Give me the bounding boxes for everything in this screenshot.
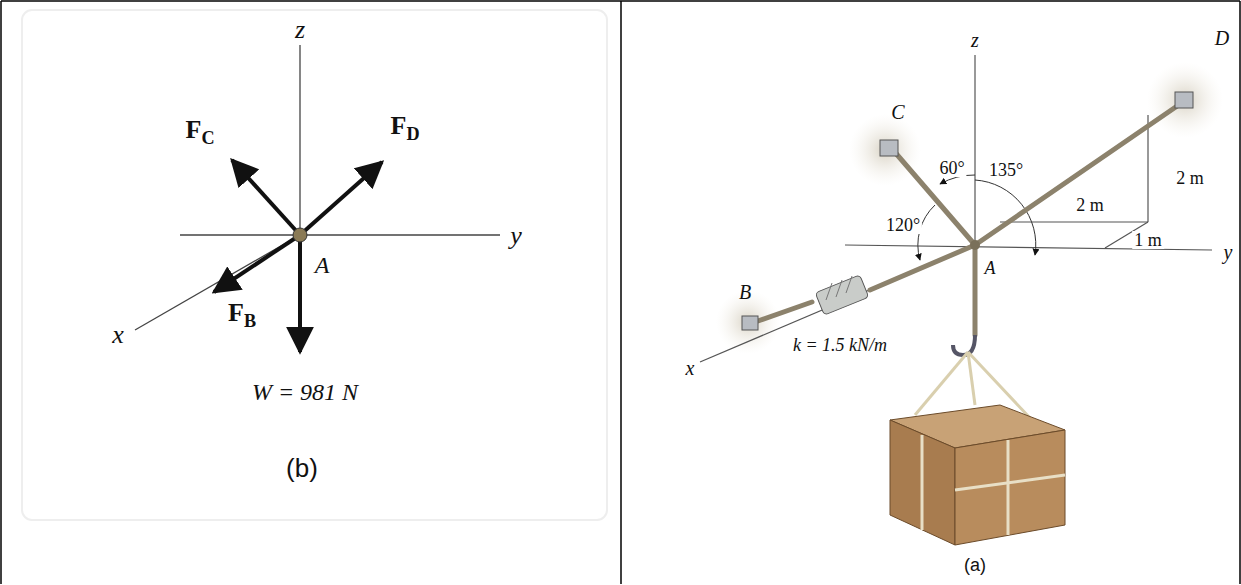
spring-label: k = 1.5 kN/m [791,336,889,354]
axis-label: z [971,30,979,50]
weight-label: W = 981 N [252,380,358,404]
point-label: D [1215,28,1229,48]
axis-label: x [686,358,695,378]
figure-caption: (b) [286,455,318,481]
dimension-label: 1 m [1132,231,1164,249]
dimension-label: 2 m [1174,169,1206,187]
point-label: C [891,102,904,122]
force-label: FC [185,117,214,148]
axis-label: x [112,322,124,348]
force-label: FD [390,113,419,144]
axis-label: y [1224,242,1233,262]
angle-label: 135° [987,161,1025,179]
axis-label: y [510,223,522,249]
axis-label: z [295,17,305,43]
point-label: A [985,259,996,277]
angle-label: 120° [884,216,922,234]
point-label: B [739,282,751,302]
dimension-label: 2 m [1074,196,1106,214]
force-label: FB [228,300,256,331]
figure-caption: (a) [964,556,986,574]
point-label: A [315,253,330,277]
angle-label: 60° [937,159,966,177]
